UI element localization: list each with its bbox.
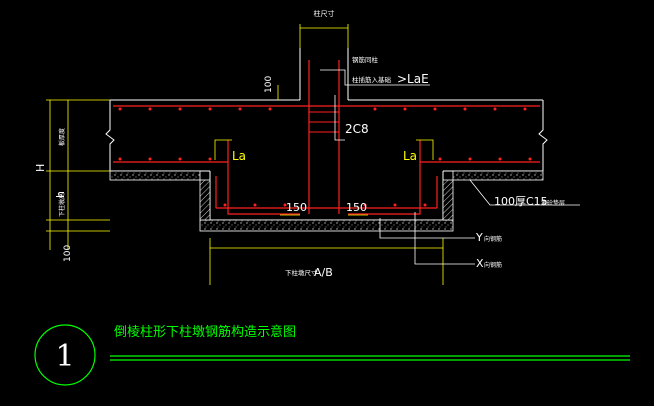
x-direction-tail: 向钢筋 [484, 261, 502, 269]
title-number: 1 [55, 339, 74, 374]
base-size-label: 下柱墩尺寸 [285, 268, 318, 277]
h-label: H [34, 164, 47, 172]
base-size-ab: A/B [314, 266, 333, 279]
h-small-label: h [54, 191, 67, 198]
cushion-label: 100厚C15 [494, 195, 548, 208]
dim-150-left: 150 [286, 201, 307, 214]
left-vertical-label-1: 板厚度 [58, 128, 66, 146]
column-size-label: 柱尺寸 [314, 9, 335, 18]
la-left-label: La [232, 149, 246, 163]
title-number-circle [34, 324, 96, 386]
stirrup-label: 2C8 [345, 122, 369, 136]
y-direction-label: Y [475, 231, 483, 244]
dim-100-bottom: 100 [63, 245, 73, 262]
title-text: 倒棱柱形下柱墩钢筋构造示意图 [114, 324, 296, 340]
x-direction-label: X [476, 257, 484, 270]
cushion-layer [109, 170, 544, 232]
stirrups [309, 111, 339, 133]
dim-100-top: 100 [264, 76, 274, 93]
left-vertical-label-2: 下柱墩高 [58, 193, 66, 217]
rebar-dots [118, 107, 532, 207]
dimensions [46, 24, 444, 285]
column-rebar-label: 钢筋同柱 [352, 55, 379, 64]
y-direction-tail: 向钢筋 [484, 235, 502, 243]
cushion-tail-label: 素砼垫层 [541, 199, 565, 207]
column-anchor-label: 柱插筋入基础 [352, 75, 392, 84]
leaders [320, 69, 580, 265]
dim-150-right: 150 [346, 201, 367, 214]
title-block: 1 倒棱柱形下柱墩钢筋构造示意图 [34, 324, 630, 386]
rebar [113, 60, 540, 215]
anchor-length-label: >LaE [397, 72, 429, 86]
la-right-label: La [403, 149, 417, 163]
